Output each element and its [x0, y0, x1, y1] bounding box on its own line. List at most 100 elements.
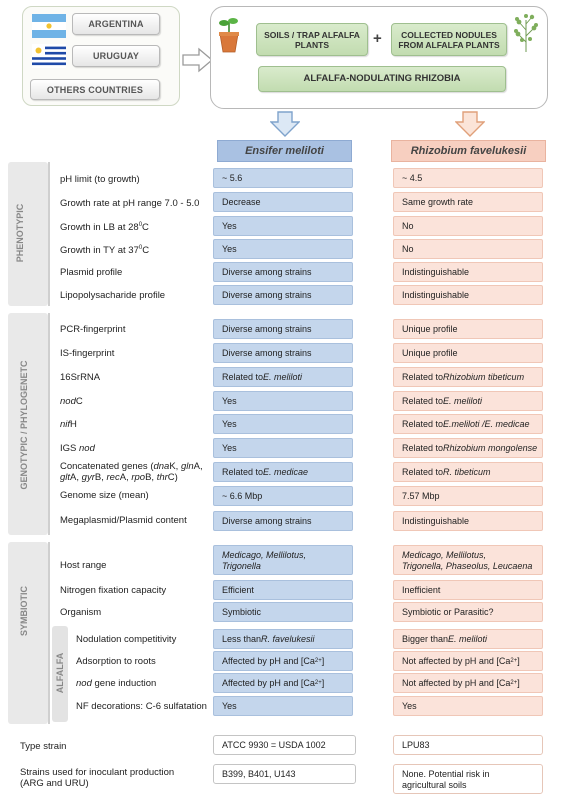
gene-name-italic: gln: [180, 461, 194, 472]
ensifer-cell: Yes: [213, 391, 353, 411]
cell-text: Same growth rate: [402, 196, 474, 207]
uruguay-button[interactable]: URUGUAY: [72, 45, 160, 67]
cell-text: Symbiotic or Parasitic?: [402, 606, 494, 617]
row-label: Organism: [60, 607, 102, 618]
row-label: IS-fingerprint: [60, 348, 115, 359]
row-label: Host range: [60, 560, 107, 571]
alfalfa-plant-icon: [514, 14, 538, 52]
ensifer-cell: Efficient: [213, 580, 353, 600]
right-arrow-icon: [182, 47, 214, 73]
ensifer-cell: Medicago, Mellilotus, Trigonella: [213, 545, 353, 575]
label-part: C: [142, 245, 150, 257]
cell-line-1: Medicago, Mellilotus,: [222, 550, 307, 560]
uruguay-flag-icon: [32, 44, 66, 68]
label-part: K,: [169, 461, 181, 472]
ensifer-cell: Yes: [213, 239, 353, 259]
cell-sup: 2+: [314, 657, 322, 664]
label-line-1: Concatenated genes (dnaK, glnA,: [60, 461, 203, 472]
down-arrow-orange-icon: [455, 111, 485, 137]
cell-text: Symbiotic: [222, 606, 262, 617]
cell-text: Unique profile: [402, 347, 458, 358]
cell-text: Indistinguishable: [402, 266, 470, 277]
rhizobium-cell: Medicago, Mellilotus, Trigonella, Phaseo…: [393, 545, 543, 575]
cell-text: Diverse among strains: [222, 515, 312, 526]
rhizobium-cell: Indistinguishable: [393, 262, 543, 282]
cell-text: Efficient: [222, 584, 254, 595]
soils-trap-button[interactable]: SOILS / TRAP ALFALFA PLANTS: [256, 23, 368, 56]
ensifer-cell: Yes: [213, 216, 353, 236]
label-line-2: (ARG and URU): [20, 778, 89, 789]
potted-plant-icon: [219, 18, 239, 53]
cell-text: Not affected by pH and [Ca: [402, 655, 511, 666]
cell-text: ]: [517, 655, 520, 666]
ensifer-cell: ~ 5.6: [213, 168, 353, 188]
ensifer-cell: Yes: [213, 414, 353, 434]
cell-text: LPU83: [402, 739, 430, 750]
row-label: Nodulation competitivity: [76, 634, 177, 645]
rhizobium-cell: Yes: [393, 696, 543, 716]
section-label-phenotypic: PHENOTYPIC: [15, 203, 25, 263]
cell-italic: Rhizobium mongolense: [443, 442, 538, 453]
rhizobium-cell: Unique profile: [393, 319, 543, 339]
plus-sign: +: [373, 30, 382, 47]
rhizobium-cell: No: [393, 239, 543, 259]
cell-line-2: Trigonella: [222, 561, 261, 571]
gene-name-italic: glt: [60, 472, 71, 483]
others-countries-button[interactable]: OTHERS COUNTRIES: [30, 79, 160, 100]
rhizobium-cell: Related to R. tibeticum: [393, 462, 543, 482]
row-label: Adsorption to roots: [76, 656, 156, 667]
sources-panel: [210, 6, 548, 109]
rhizobium-cell: Related to E. meliloti: [393, 391, 543, 411]
ensifer-cell: Diverse among strains: [213, 262, 353, 282]
cell-text: Yes: [222, 395, 237, 406]
inoculant-strains-label: Strains used for inoculant production (A…: [20, 767, 174, 789]
section-alfalfa: [52, 626, 68, 722]
ensifer-cell: Yes: [213, 696, 353, 716]
cell-italic: E. meliloti: [448, 633, 488, 644]
inoculant-strains-ensifer: B399, B401, U143: [213, 764, 356, 784]
cell-sup: 2+: [510, 679, 518, 686]
ensifer-cell: Diverse among strains: [213, 319, 353, 339]
cell-italic: R. favelukesii: [261, 633, 315, 644]
section-label-genotypic: GENOTYPIC / PHYLOGENETC: [19, 360, 29, 490]
section-phenotypic: [8, 162, 48, 306]
rhizobium-cell: Unique profile: [393, 343, 543, 363]
cell-text: Decrease: [222, 196, 261, 207]
cell-text: No: [402, 220, 414, 231]
cell-text: Affected by pH and [Ca: [222, 655, 315, 666]
rhizobium-cell: Symbiotic or Parasitic?: [393, 602, 543, 622]
row-label: Nitrogen fixation capacity: [60, 585, 167, 596]
row-label-concatenated: Concatenated genes (dnaK, glnA, gltA, gy…: [60, 461, 203, 483]
section-genotypic: [8, 313, 48, 535]
type-strain-ensifer: ATCC 9930 = USDA 1002: [213, 735, 356, 755]
section-label-alfalfa: ALFALFA: [55, 652, 65, 694]
row-label: PCR-fingerprint: [60, 324, 126, 335]
cell-text: Not affected by pH and [Ca: [402, 677, 511, 688]
label-part: B,: [94, 472, 107, 483]
collected-nodules-button[interactable]: COLLECTED NODULES FROM ALFALFA PLANTS: [391, 23, 507, 56]
cell-text: Indistinguishable: [402, 515, 470, 526]
cell-text: ~ 5.6: [222, 172, 243, 183]
alfalfa-nodulating-rhizobia-button[interactable]: ALFALFA-NODULATING RHIZOBIA: [258, 66, 506, 92]
label-part: H: [70, 419, 77, 430]
row-label: nodC: [60, 396, 83, 407]
cell-text: ]: [321, 677, 325, 688]
cell-italic: R. tibeticum: [443, 466, 491, 477]
label-part: Growth in LB at 28: [60, 222, 139, 234]
label-part: A,: [70, 472, 82, 483]
label-part: gene induction: [91, 678, 157, 689]
ensifer-cell: Related to E. medicae: [213, 462, 353, 482]
cell-text: Related to: [402, 371, 444, 382]
row-label: Genome size (mean): [60, 490, 149, 501]
rhizobium-cell: Same growth rate: [393, 192, 543, 212]
cell-line-1: None. Potential risk in: [402, 769, 490, 779]
cell-italic: Rhizobium tibeticum: [443, 371, 525, 382]
row-label: IGS nod: [60, 443, 95, 454]
argentina-button[interactable]: ARGENTINA: [72, 13, 160, 35]
label-italic: nod: [60, 396, 76, 407]
cell-italic: E. meliloti: [443, 395, 483, 406]
cell-text: B399, B401, U143: [222, 768, 296, 779]
